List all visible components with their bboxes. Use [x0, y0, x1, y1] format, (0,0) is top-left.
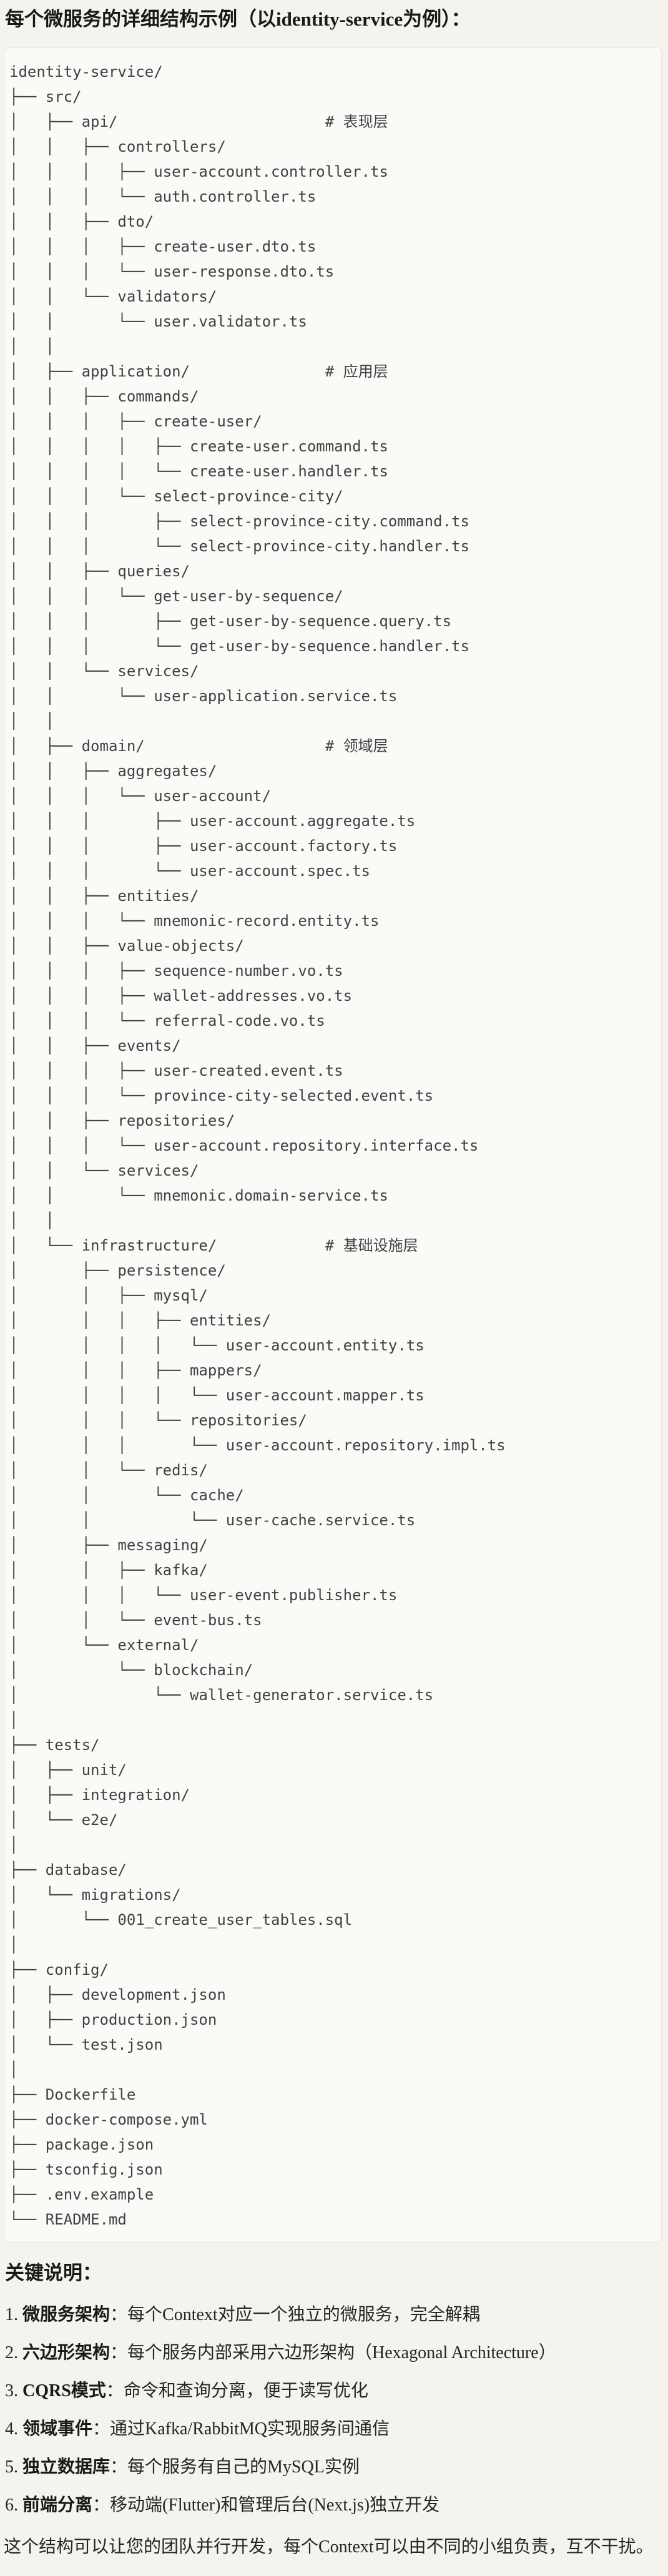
note-colon: ： [110, 2457, 128, 2477]
note-item: 5.独立数据库：每个服务有自己的MySQL实例 [5, 2455, 662, 2480]
note-colon: ： [92, 2495, 111, 2515]
note-colon: ： [92, 2419, 111, 2439]
note-colon: ： [106, 2381, 124, 2401]
note-text: 每个服务有自己的MySQL实例 [127, 2457, 360, 2477]
note-number: 3. [5, 2381, 18, 2401]
note-number: 2. [5, 2343, 18, 2362]
note-label: CQRS模式 [22, 2381, 106, 2401]
note-label: 独立数据库 [22, 2457, 111, 2477]
note-item: 4.领域事件：通过Kafka/RabbitMQ实现服务间通信 [5, 2417, 662, 2442]
note-text: 通过Kafka/RabbitMQ实现服务间通信 [110, 2419, 390, 2439]
note-number: 6. [5, 2495, 18, 2515]
note-text: 命令和查询分离，便于读写优化 [123, 2381, 368, 2401]
note-colon: ： [110, 2305, 128, 2324]
document: 每个微服务的详细结构示例（以identity-service为例）： ident… [4, 5, 662, 2560]
note-label: 前端分离 [22, 2495, 93, 2515]
note-label: 六边形架构 [22, 2343, 111, 2362]
note-number: 1. [5, 2305, 18, 2324]
note-text: 每个服务内部采用六边形架构（Hexagonal Architecture） [127, 2343, 556, 2362]
notes-heading: 关键说明： [5, 2262, 102, 2284]
note-number: 5. [5, 2457, 18, 2477]
note-item: 3.CQRS模式：命令和查询分离，便于读写优化 [5, 2379, 662, 2404]
note-text: 移动端(Flutter)和管理后台(Next.js)独立开发 [110, 2495, 440, 2515]
note-colon: ： [110, 2343, 128, 2362]
note-text: 每个Context对应一个独立的微服务，完全解耦 [127, 2305, 480, 2324]
note-item: 6.前端分离：移动端(Flutter)和管理后台(Next.js)独立开发 [5, 2493, 662, 2518]
note-label: 领域事件 [22, 2419, 93, 2439]
page-title: 每个微服务的详细结构示例（以identity-service为例）： [5, 8, 471, 30]
code-block: identity-service/ ├── src/ │ ├── api/ # … [4, 47, 662, 2243]
note-number: 4. [5, 2419, 18, 2439]
note-item: 2.六边形架构：每个服务内部采用六边形架构（Hexagonal Architec… [5, 2341, 662, 2366]
note-label: 微服务架构 [22, 2305, 111, 2324]
closing-paragraph: 这个结构可以让您的团队并行开发，每个Context可以由不同的小组负责，互不干扰… [4, 2537, 654, 2557]
note-item: 1.微服务架构：每个Context对应一个独立的微服务，完全解耦 [5, 2303, 662, 2328]
directory-tree: identity-service/ ├── src/ │ ├── api/ # … [9, 63, 506, 2228]
